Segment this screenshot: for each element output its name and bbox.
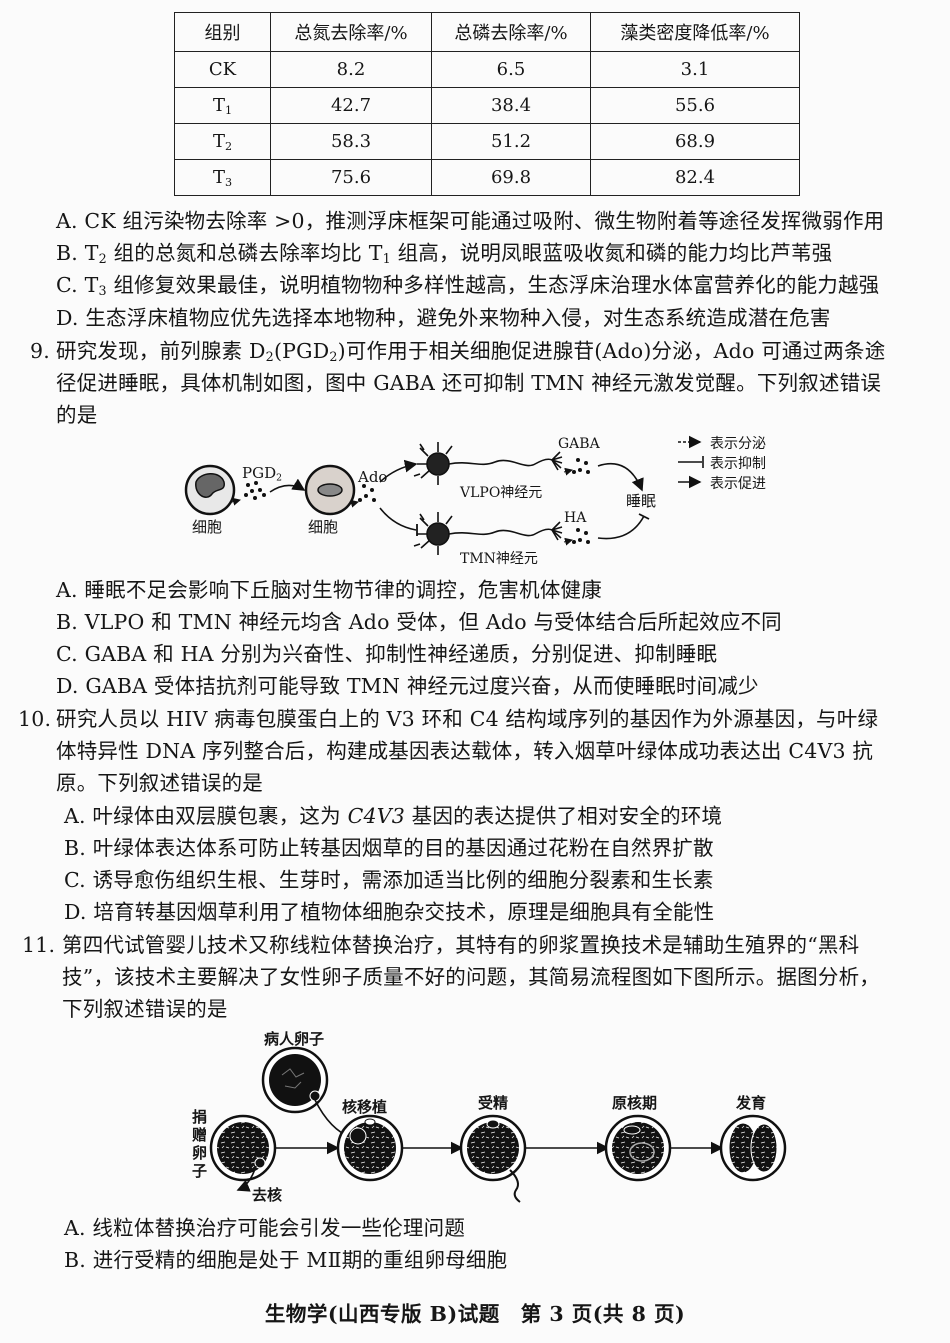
sperm-icon <box>509 1169 521 1203</box>
vlpo-neuron-icon <box>413 442 563 485</box>
cell-algae: 3.1 <box>590 51 800 88</box>
q9-stem-line3: 的是 <box>56 403 98 427</box>
q10-option-a: A. 叶绿体由双层膜包裹，这为 C4V3 基因的表达提供了相对安全的环境 <box>64 804 723 828</box>
q11-stem-line1: 第四代试管婴儿技术又称线粒体替换治疗，其特有的卵浆置换技术是辅助生殖界的“黑科 <box>62 933 860 957</box>
pgd2-label: PGD2 <box>242 464 283 484</box>
legend-promote-label: 表示促进 <box>710 476 766 492</box>
q11-stem-line3: 下列叙述错误的是 <box>62 997 228 1021</box>
gaba-molecules-icon <box>572 458 590 474</box>
gaba-label: GABA <box>558 436 600 452</box>
cell-group: T3 <box>174 159 271 196</box>
donor-egg-label: 捐赠卵子 <box>192 1108 208 1180</box>
cell-2-icon <box>304 464 356 516</box>
sleep-mechanism-diagram: PGD2 细胞 细胞 Ado VLPO神经元 TMN神经元 GABA HA 睡眠… <box>180 430 820 570</box>
legend-inhibit-label: 表示抑制 <box>710 456 766 472</box>
patient-egg-icon <box>261 1046 329 1114</box>
q10-number: 10. <box>18 707 52 731</box>
q11-option-b: B. 进行受精的细胞是处于 MⅡ期的重组卵母细胞 <box>64 1248 508 1272</box>
cell-nitrogen: 75.6 <box>270 159 432 196</box>
cell-algae: 55.6 <box>590 87 800 124</box>
pgd2-molecules-icon <box>244 481 266 500</box>
q9-option-a: A. 睡眠不足会影响下丘脑对生物节律的调控，危害机体健康 <box>56 578 602 602</box>
vlpo-neuron-label: VLPO神经元 <box>460 485 543 501</box>
mitochondrial-replacement-diagram: 病人卵子 捐赠卵子 去核 核移植 受精 原核期 发育 <box>180 1020 800 1205</box>
q9-option-d: D. GABA 受体拮抗剂可能导致 TMN 神经元过度兴奋，从而使睡眠时间减少 <box>56 674 759 698</box>
ado-molecules-icon <box>358 484 376 502</box>
cell-group: CK <box>174 51 271 88</box>
q10-stem-line2: 体特异性 DNA 序列整合后，构建成基因表达载体，转入烟草叶绿体成功表达出 C4… <box>56 739 874 763</box>
cell-phosphorus: 6.5 <box>431 51 591 88</box>
cell-algae: 68.9 <box>590 123 800 160</box>
q10-option-c: C. 诱导愈伤组织生根、生芽时，需添加适当比例的细胞分裂素和生长素 <box>64 868 714 892</box>
cell-2-label: 细胞 <box>308 518 339 536</box>
step-nuclear-transfer-label: 核移植 <box>342 1098 388 1116</box>
table-row: T1 42.7 38.4 55.6 <box>174 87 800 124</box>
q8-option-c: C. T3 组修复效果最佳，说明植物物种多样性越高，生态浮床治理水体富营养化的能… <box>56 273 880 299</box>
q9-option-c: C. GABA 和 HA 分别为兴奋性、抑制性神经递质，分别促进、抑制睡眠 <box>56 642 718 666</box>
q9-stem-line2: 径促进睡眠，具体机制如图，图中 GABA 还可抑制 TMN 神经元激发觉醒。下列… <box>56 371 882 395</box>
cell-phosphorus: 69.8 <box>431 159 591 196</box>
q8-option-d: D. 生态浮床植物应优先选择本地物种，避免外来物种入侵，对生态系统造成潜在危害 <box>56 306 831 330</box>
q8-option-a: A. CK 组污染物去除率 >0，推测浮床框架可能通过吸附、微生物附着等途径发挥… <box>56 209 885 233</box>
development-embryo-icon <box>719 1114 787 1182</box>
table-row: T2 58.3 51.2 68.9 <box>174 123 800 160</box>
cell-nitrogen: 8.2 <box>270 51 432 88</box>
col-header-nitrogen: 总氮去除率/% <box>270 12 432 52</box>
col-header-group: 组别 <box>174 12 271 52</box>
q9-option-b: B. VLPO 和 TMN 神经元均含 Ado 受体，但 Ado 与受体结合后所… <box>56 610 782 634</box>
q11-number: 11. <box>22 933 56 957</box>
table-row: T3 75.6 69.8 82.4 <box>174 159 800 196</box>
legend-secrete-label: 表示分泌 <box>710 436 766 452</box>
cell-group: T1 <box>174 87 271 124</box>
q10-stem-line1: 研究人员以 HIV 病毒包膜蛋白上的 V3 环和 C4 结构域序列的基因作为外源… <box>56 707 879 731</box>
donor-egg-icon <box>209 1114 277 1182</box>
cell-phosphorus: 51.2 <box>431 123 591 160</box>
legend-symbols <box>678 435 704 489</box>
patient-egg-label: 病人卵子 <box>264 1030 325 1048</box>
tmn-neuron-label: TMN神经元 <box>460 551 538 567</box>
cell-group: T2 <box>174 123 271 160</box>
results-table: 组别 总氮去除率/% 总磷去除率/% 藻类密度降低率/% CK 8.2 6.5 … <box>174 12 800 196</box>
nuclear-transfer-egg-icon <box>336 1114 404 1182</box>
enucleate-label: 去核 <box>252 1186 283 1204</box>
fertilization-egg-icon <box>459 1114 527 1203</box>
q11-option-a: A. 线粒体替换治疗可能会引发一些伦理问题 <box>64 1216 466 1240</box>
sleep-diagram-graphics <box>184 435 704 555</box>
cell-nitrogen: 42.7 <box>270 87 432 124</box>
ivf-diagram-graphics <box>209 1046 787 1203</box>
q9-stem-line1: 研究发现，前列腺素 D2(PGD2)可作用于相关细胞促进腺苷(Ado)分泌，Ad… <box>56 339 886 365</box>
pronuclear-egg-icon <box>604 1114 672 1182</box>
ado-label: Ado <box>358 468 388 486</box>
step-pronuclear-label: 原核期 <box>612 1094 658 1112</box>
q10-option-d: D. 培育转基因烟草利用了植物体细胞杂交技术，原理是细胞具有全能性 <box>64 900 715 924</box>
col-header-algae: 藻类密度降低率/% <box>590 12 800 52</box>
cell-1-icon <box>184 464 236 516</box>
step-development-label: 发育 <box>736 1094 767 1112</box>
cell-1-label: 细胞 <box>192 518 223 536</box>
step-fertilization-label: 受精 <box>478 1094 509 1112</box>
col-header-phosphorus: 总磷去除率/% <box>431 12 591 52</box>
q11-stem-line2: 技”，该技术主要解决了女性卵子质量不好的问题，其简易流程图如下图所示。据图分析， <box>62 965 880 989</box>
page-footer: 生物学(山西专版 B)试题 第 3 页(共 8 页) <box>264 1302 686 1326</box>
table-header-row: 组别 总氮去除率/% 总磷去除率/% 藻类密度降低率/% <box>174 12 800 52</box>
ha-label: HA <box>564 510 587 526</box>
q10-stem-line3: 原。下列叙述错误的是 <box>56 771 263 795</box>
q9-number: 9. <box>30 339 50 363</box>
tmn-neuron-icon <box>413 512 563 555</box>
cell-nitrogen: 58.3 <box>270 123 432 160</box>
q10-option-b: B. 叶绿体表达体系可防止转基因烟草的目的基因通过花粉在自然界扩散 <box>64 836 714 860</box>
ha-molecules-icon <box>572 528 590 544</box>
sleep-label: 睡眠 <box>626 492 657 510</box>
cell-phosphorus: 38.4 <box>431 87 591 124</box>
cell-algae: 82.4 <box>590 159 800 196</box>
q8-option-b: B. T2 组的总氮和总磷去除率均比 T1 组高，说明凤眼蓝吸收氮和磷的能力均比… <box>56 241 833 267</box>
table-row: CK 8.2 6.5 3.1 <box>174 51 800 88</box>
